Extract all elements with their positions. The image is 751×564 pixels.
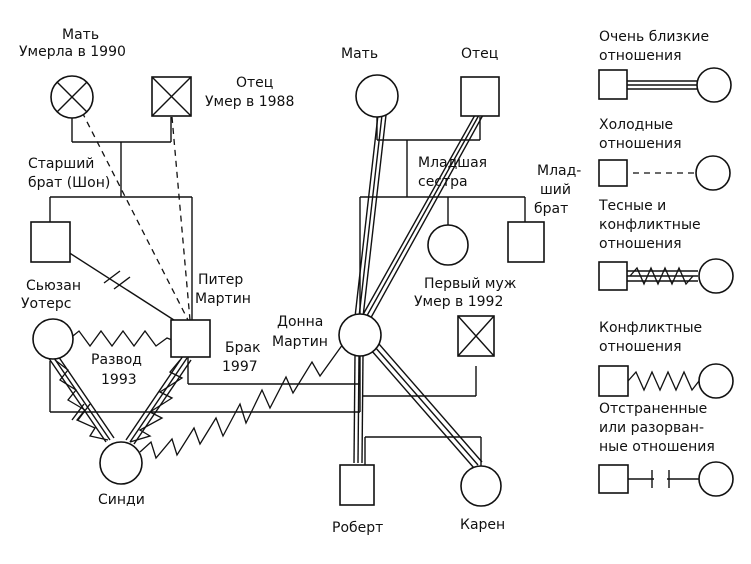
close-donna-mother bbox=[354, 114, 387, 318]
fused-conflict-peter-cindy bbox=[125, 355, 192, 445]
node-father-left bbox=[151, 76, 192, 117]
label-father-left: Отец bbox=[236, 75, 273, 91]
node-susan bbox=[32, 318, 74, 360]
label-father-left-note: Умер в 1988 bbox=[205, 94, 294, 110]
label-younger-sister-1: Младшая bbox=[418, 155, 487, 171]
node-robert bbox=[339, 464, 375, 506]
node-peter bbox=[170, 319, 211, 358]
node-younger-brother bbox=[507, 221, 545, 263]
legend-cold-2: отношения bbox=[599, 136, 682, 152]
label-younger-sister-2: сестра bbox=[418, 174, 468, 190]
label-younger-brother-3: брат bbox=[534, 201, 568, 217]
label-first-husband-1: Первый муж bbox=[424, 276, 517, 292]
label-divorce-2: 1993 bbox=[101, 372, 137, 388]
label-peter-1: Питер bbox=[198, 272, 243, 288]
node-older-brother bbox=[30, 221, 71, 263]
label-karen: Карен bbox=[460, 517, 505, 533]
legend-fused-conflict-3: отношения bbox=[599, 236, 682, 252]
relationship-lines bbox=[47, 111, 484, 469]
node-donna bbox=[338, 313, 382, 357]
label-susan-1: Сьюзан bbox=[26, 278, 81, 294]
cutoff-line bbox=[67, 251, 178, 323]
left-family-lines bbox=[49, 117, 361, 421]
label-robert: Роберт bbox=[332, 520, 383, 536]
close-donna-father bbox=[359, 114, 484, 324]
legend-cutoff-2: или разорван- bbox=[599, 420, 704, 436]
cold-line-mother bbox=[81, 111, 189, 321]
conflict-susan-peter bbox=[67, 329, 173, 348]
legend-very-close-1: Очень близкие bbox=[599, 29, 709, 45]
label-donna-2: Мартин bbox=[272, 334, 328, 350]
label-marriage-2: 1997 bbox=[222, 359, 258, 375]
label-father-right: Отец bbox=[461, 46, 498, 62]
legend-fused-conflict-1: Тесные и bbox=[598, 198, 666, 214]
close-donna-robert bbox=[353, 354, 364, 464]
label-susan-2: Уотерс bbox=[21, 296, 71, 312]
close-donna-karen bbox=[370, 343, 483, 469]
node-first-husband bbox=[457, 315, 495, 357]
label-donna-1: Донна bbox=[277, 314, 323, 330]
legend-cutoff-1: Отстраненные bbox=[599, 401, 707, 417]
node-karen bbox=[460, 465, 502, 507]
label-cindy: Синди bbox=[98, 492, 145, 508]
label-younger-brother-1: Млад- bbox=[537, 163, 581, 179]
label-first-husband-2: Умер в 1992 bbox=[414, 294, 503, 310]
node-father-right bbox=[460, 76, 500, 117]
conflict-cindy-donna bbox=[139, 343, 344, 460]
node-cindy bbox=[99, 441, 143, 485]
label-mother-left-note: Умерла в 1990 bbox=[19, 44, 126, 60]
cold-line-father bbox=[171, 116, 191, 321]
label-peter-2: Мартин bbox=[195, 291, 251, 307]
legend-conflict-1: Конфликтные bbox=[599, 320, 702, 336]
label-older-brother-2: брат (Шон) bbox=[28, 175, 110, 191]
label-marriage-1: Брак bbox=[225, 340, 261, 356]
node-mother-right bbox=[355, 74, 399, 118]
label-older-brother-1: Старший bbox=[28, 156, 94, 172]
label-mother-left: Мать bbox=[62, 27, 99, 43]
right-family-lines bbox=[359, 117, 526, 466]
label-mother-right: Мать bbox=[341, 46, 378, 62]
legend-cold-1: Холодные bbox=[599, 117, 673, 133]
label-younger-brother-2: ший bbox=[540, 182, 571, 198]
label-divorce-1: Развод bbox=[91, 352, 142, 368]
legend: Очень близкие отношения Холодные отношен… bbox=[598, 29, 734, 497]
legend-very-close-2: отношения bbox=[599, 48, 682, 64]
legend-cutoff-3: ные отношения bbox=[599, 439, 715, 455]
legend-conflict-2: отношения bbox=[599, 339, 682, 355]
legend-fused-conflict-2: конфликтные bbox=[599, 217, 701, 233]
fused-conflict-susan-cindy bbox=[47, 352, 115, 443]
node-younger-sister bbox=[427, 224, 469, 266]
node-mother-left bbox=[50, 75, 94, 119]
